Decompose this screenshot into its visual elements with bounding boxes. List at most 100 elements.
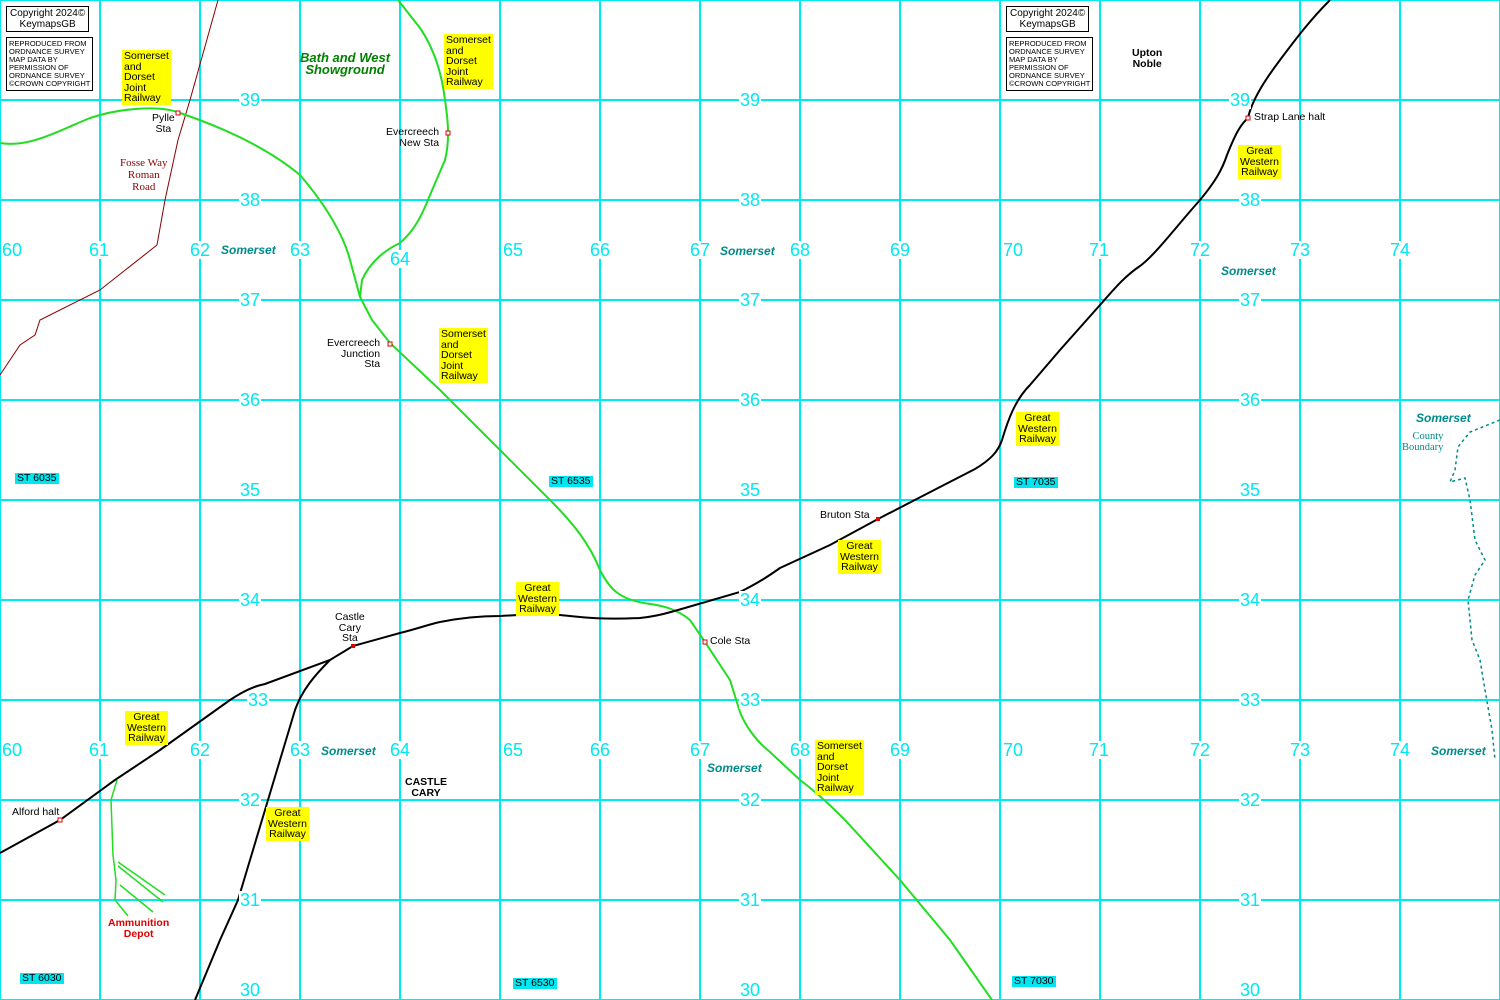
station-marker-evercreech-junction: [387, 341, 393, 347]
easting-label: 72: [1188, 240, 1212, 260]
station-cole: Cole Sta: [710, 635, 751, 647]
railway-label-sdjr: Somerset and Dorset Joint Railway: [122, 50, 171, 105]
grid-ref-label: ST 6530: [513, 977, 557, 989]
station-marker-alford: [57, 817, 63, 823]
easting-label: 65: [501, 240, 525, 260]
easting-label: 64: [388, 740, 412, 760]
easting-label: 74: [1388, 740, 1412, 760]
railway-label-gwr: Great Western Railway: [266, 807, 309, 841]
easting-label: 70: [1001, 740, 1025, 760]
easting-label: 66: [588, 240, 612, 260]
northing-label: 31: [738, 890, 762, 910]
easting-label: 60: [0, 740, 24, 760]
railway-label-sdjr: Somerset and Dorset Joint Railway: [815, 740, 864, 795]
place-ammunition-depot: Ammunition Depot: [108, 917, 170, 940]
os-reproduction-notice: REPRODUCED FROM ORDNANCE SURVEY MAP DATA…: [1006, 37, 1094, 91]
gwr-weymouth-line: [194, 659, 331, 1000]
northing-label: 30: [738, 980, 762, 1000]
station-strap-lane: Strap Lane halt: [1254, 111, 1326, 123]
easting-label: 69: [888, 240, 912, 260]
northing-label: 38: [738, 190, 762, 210]
ammunition-depot-sidings: [110, 779, 166, 917]
easting-label: 73: [1288, 740, 1312, 760]
easting-label: 63: [288, 240, 312, 260]
railway-label-gwr: Great Western Railway: [1016, 412, 1059, 446]
railway-label-gwr: Great Western Railway: [125, 711, 168, 745]
sdjr-railway-north: [359, 0, 449, 298]
northing-label: 30: [1238, 980, 1262, 1000]
station-castle-cary: Castle Cary Sta: [335, 611, 365, 644]
grid-ref-label: ST 6035: [15, 472, 59, 484]
easting-label: 65: [501, 740, 525, 760]
gwr-main-line: [0, 0, 1331, 854]
railway-label-gwr: Great Western Railway: [838, 540, 881, 574]
station-evercreech-junction: Evercreech Junction Sta: [327, 337, 381, 370]
easting-label: 63: [288, 740, 312, 760]
county-boundary: [1448, 419, 1500, 761]
railway-label-sdjr: Somerset and Dorset Joint Railway: [439, 328, 488, 383]
easting-label: 67: [688, 740, 712, 760]
northing-label: 35: [738, 480, 762, 500]
county-boundary-label: County Boundary: [1402, 431, 1444, 453]
county-label: Somerset: [321, 744, 376, 758]
northing-label: 34: [738, 590, 762, 610]
grid-ref-label: ST 6535: [549, 475, 593, 487]
northing-label: 32: [738, 790, 762, 810]
easting-label: 69: [888, 740, 912, 760]
northing-label: 39: [738, 90, 762, 110]
grid-ref-label: ST 7035: [1014, 476, 1058, 488]
northing-label: 31: [238, 890, 262, 910]
easting-label: 64: [388, 249, 412, 269]
easting-label: 73: [1288, 240, 1312, 260]
easting-label: 67: [688, 240, 712, 260]
easting-label: 71: [1087, 740, 1111, 760]
easting-label: 70: [1001, 240, 1025, 260]
easting-label: 68: [788, 740, 812, 760]
easting-label: 60: [0, 240, 24, 260]
northing-label: 36: [738, 390, 762, 410]
station-marker-castle-cary: [351, 644, 355, 648]
northing-label: 32: [238, 790, 262, 810]
railway-label-gwr: Great Western Railway: [516, 582, 559, 616]
northing-label: 34: [238, 590, 262, 610]
northing-label: 32: [1238, 790, 1262, 810]
county-label: Somerset: [1431, 744, 1486, 758]
county-label: Somerset: [1416, 411, 1471, 425]
railway-label-gwr: Great Western Railway: [1238, 145, 1281, 179]
northing-label: 33: [738, 690, 762, 710]
northing-label: 37: [238, 290, 262, 310]
northing-label: 37: [738, 290, 762, 310]
fosse-way-label: Fosse Way Roman Road: [120, 157, 168, 193]
northing-label: 34: [1238, 590, 1262, 610]
northing-label: 30: [238, 980, 262, 1000]
easting-label: 61: [87, 240, 111, 260]
grid-ref-label: ST 6030: [20, 972, 64, 984]
easting-label: 71: [1087, 240, 1111, 260]
copyright-box: Copyright 2024© KeymapsGB: [1006, 6, 1090, 32]
fosse-way-roman-road: [0, 0, 219, 376]
northing-label: 39: [1228, 90, 1252, 110]
grid-ref-label: ST 7030: [1012, 975, 1056, 987]
railway-label-sdjr: Somerset and Dorset Joint Railway: [444, 34, 493, 89]
station-marker-bruton: [876, 517, 880, 521]
northing-label: 36: [238, 390, 262, 410]
station-alford: Alford halt: [12, 806, 60, 818]
easting-label: 68: [788, 240, 812, 260]
station-bruton: Bruton Sta: [820, 509, 870, 521]
place-castle-cary: CASTLE CARY: [405, 776, 447, 799]
northing-label: 38: [238, 190, 262, 210]
county-label: Somerset: [221, 243, 276, 257]
easting-label: 62: [188, 240, 212, 260]
station-marker-evercreech-new: [445, 130, 451, 136]
station-marker-strap-lane: [1245, 115, 1251, 121]
northing-label: 33: [1238, 690, 1262, 710]
northing-label: 38: [1238, 190, 1262, 210]
county-label: Somerset: [707, 761, 762, 775]
northing-label: 31: [1238, 890, 1262, 910]
northing-label: 33: [246, 690, 270, 710]
county-label: Somerset: [1221, 264, 1276, 278]
sdjr-railway-line: [0, 107, 993, 1000]
easting-label: 62: [188, 740, 212, 760]
northing-label: 35: [1238, 480, 1262, 500]
